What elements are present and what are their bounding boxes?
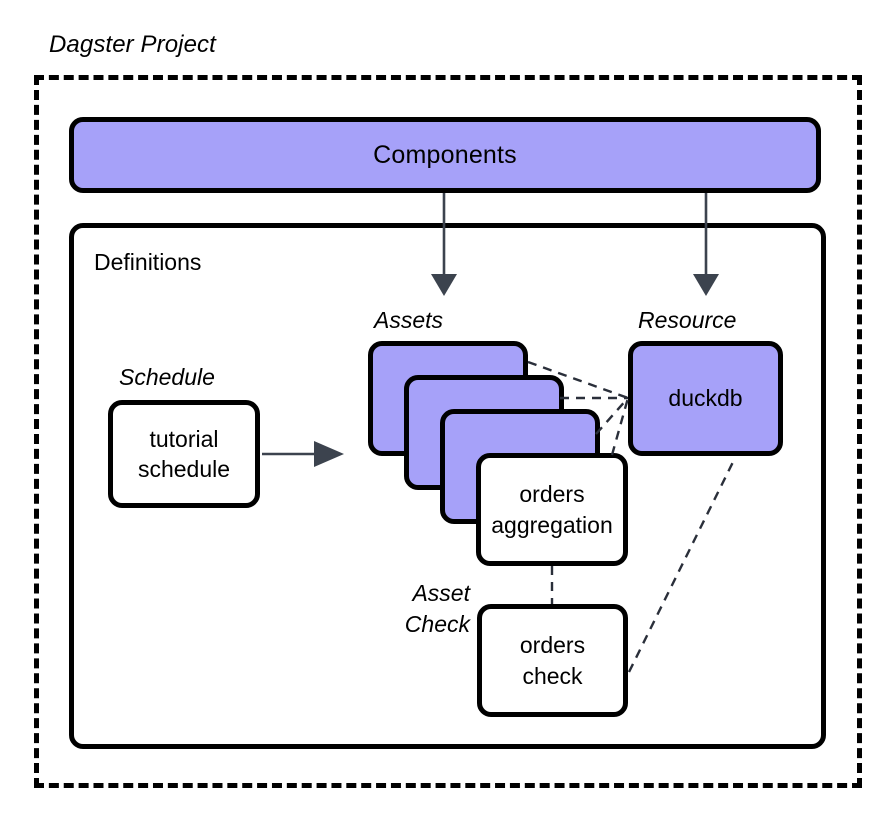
definitions-label: Definitions [94,249,202,275]
schedule-group-label: Schedule [119,364,215,390]
asset-card-orders-aggregation-line1: orders [519,481,585,508]
schedule-card-line2: schedule [137,456,231,482]
asset-check-group-label: Asset Check [390,578,470,640]
asset-check-group-label-line1: Asset [412,580,470,606]
project-title: Dagster Project [49,31,216,58]
asset-check-group-label-line2: Check [404,611,470,638]
asset-check-card-orders-check[interactable]: orders check [477,604,628,717]
schedule-card-tutorial-schedule[interactable]: tutorial schedule [108,400,260,508]
resource-card-duckdb[interactable]: duckdb [628,341,783,456]
resource-card-duckdb-label: duckdb [668,385,743,412]
components-box[interactable]: Components [69,117,821,193]
asset-check-card-line2: check [522,662,583,689]
dagster-project-boundary [34,75,862,788]
assets-group-label: Assets [374,307,444,333]
asset-check-card-line1: orders [519,632,586,659]
components-label: Components [373,140,517,169]
asset-card-orders-aggregation-line2: aggregation [491,511,613,538]
schedule-card-line1: tutorial [149,425,219,452]
asset-card-orders-aggregation[interactable]: orders aggregation [476,453,628,566]
resource-group-label: Resource [638,307,737,333]
